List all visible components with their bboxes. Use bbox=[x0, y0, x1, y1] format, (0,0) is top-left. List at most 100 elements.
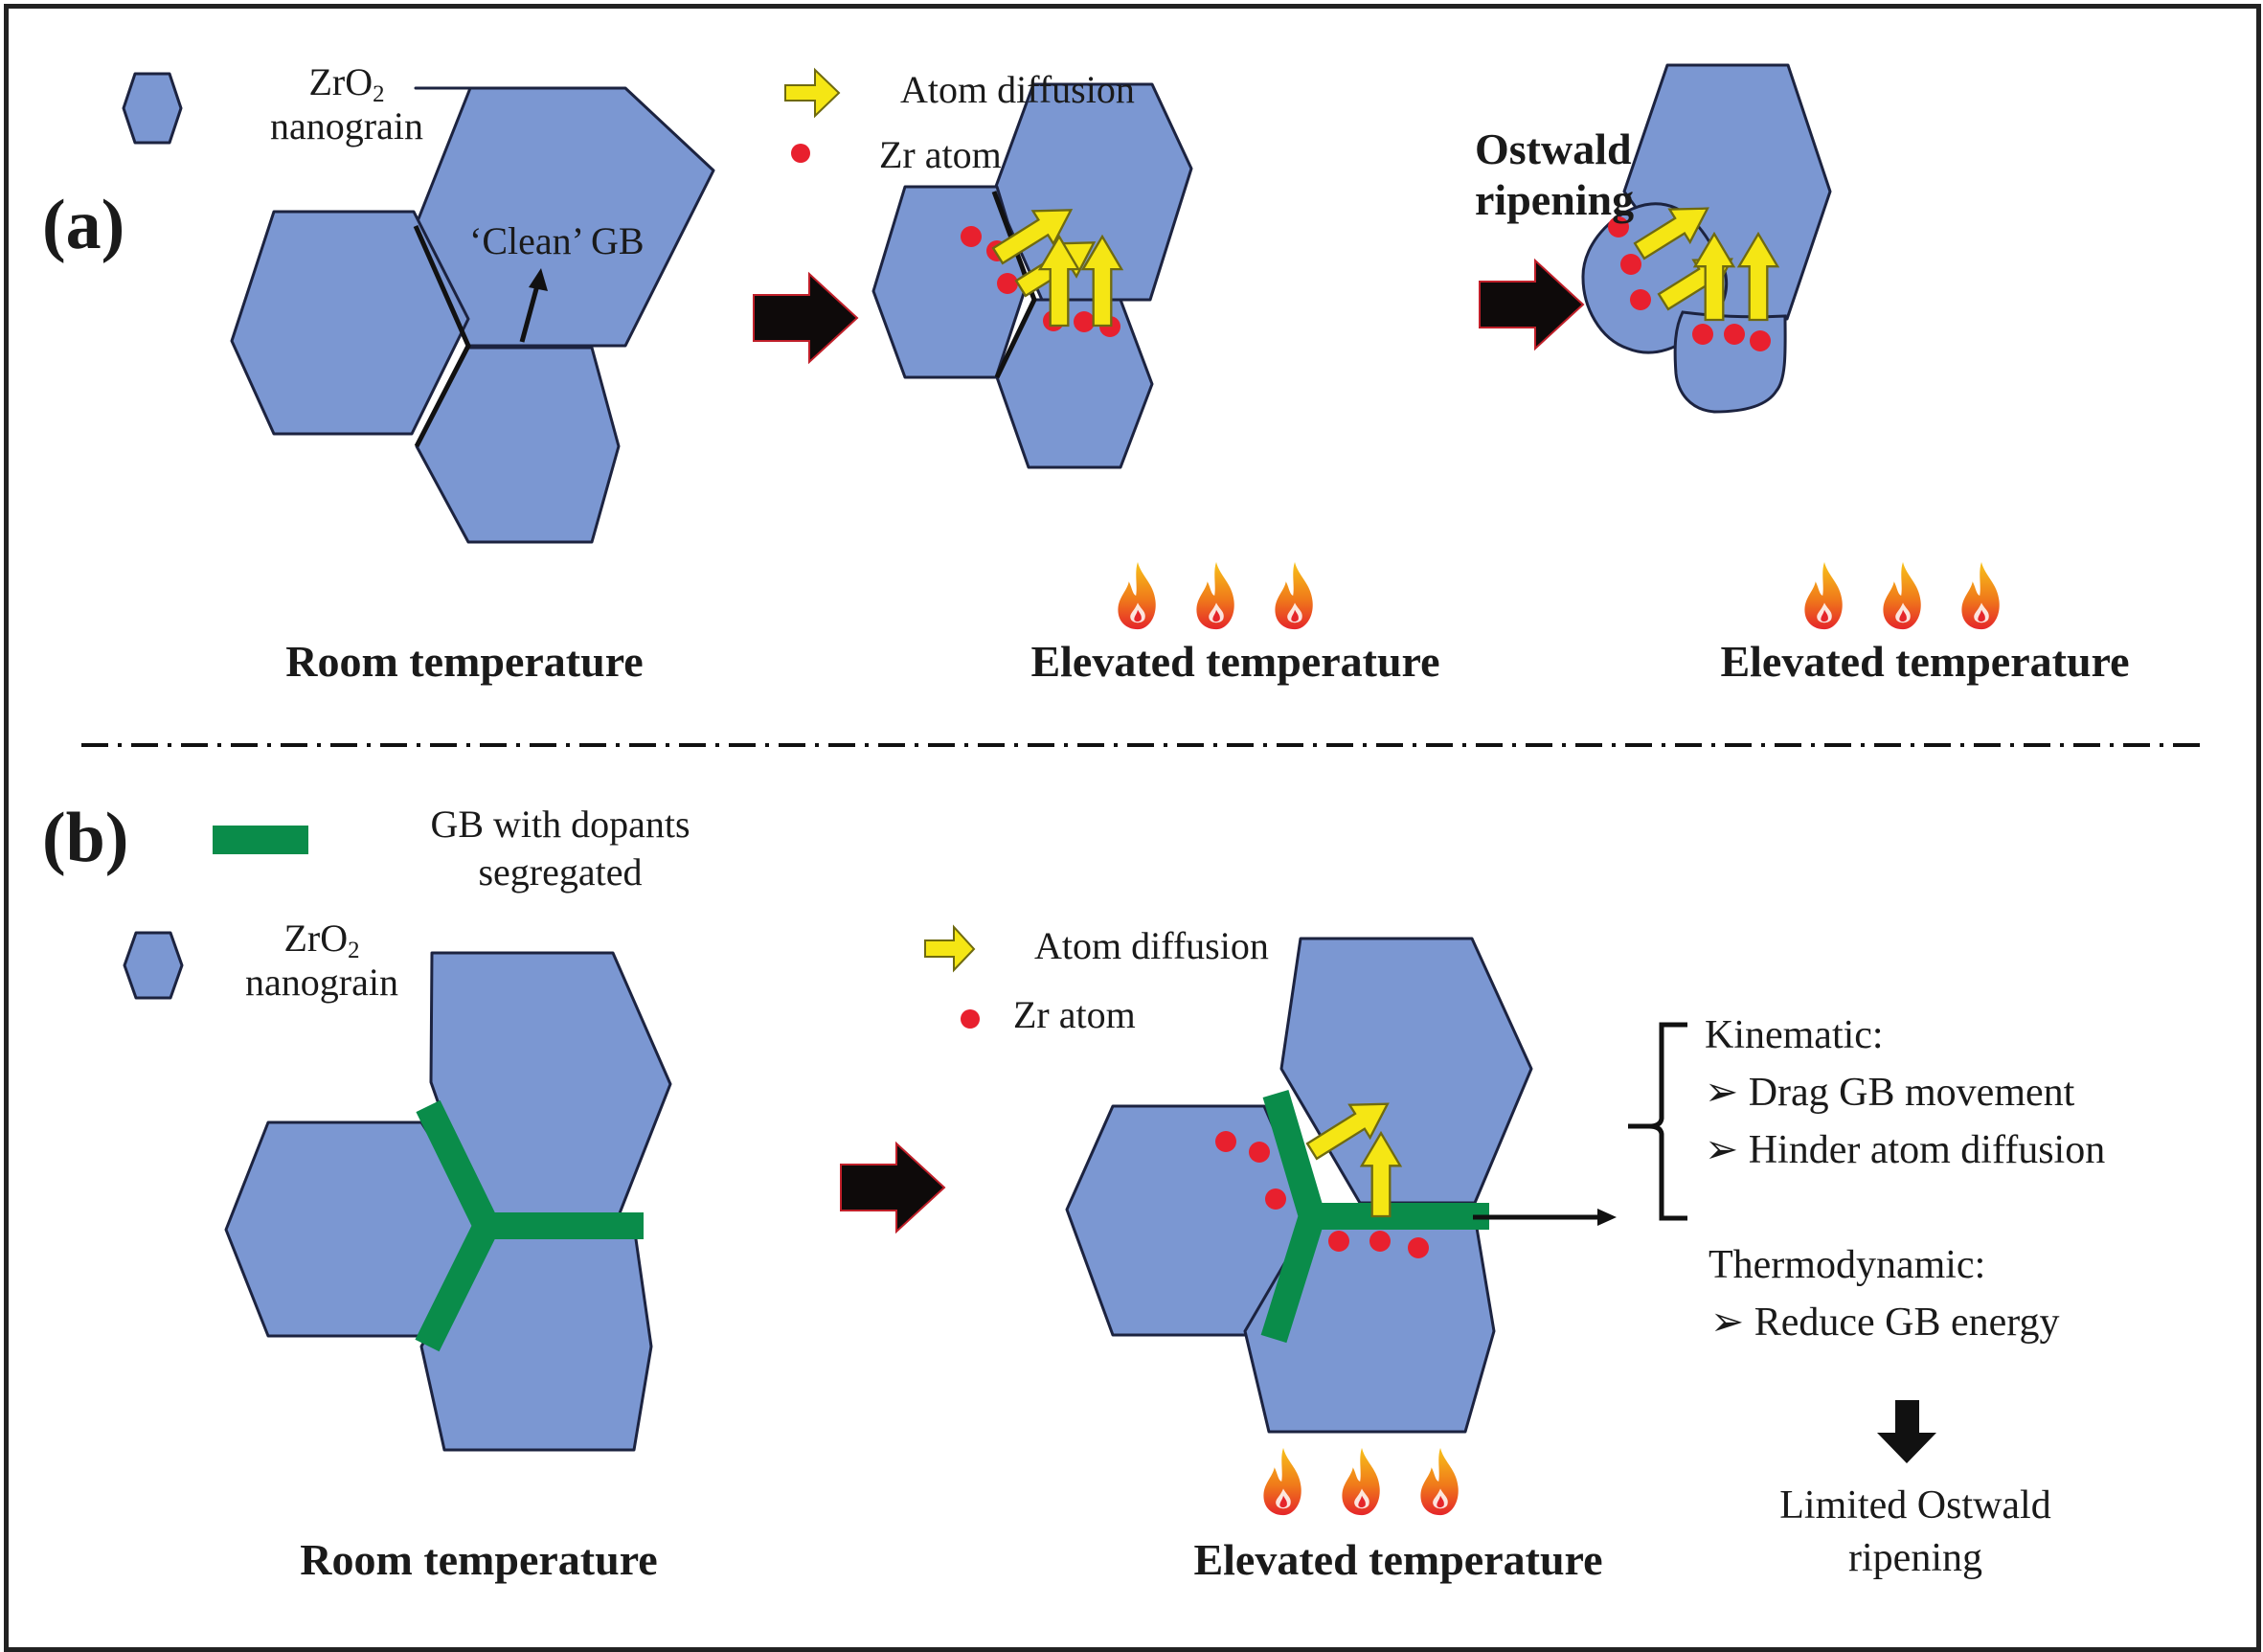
zr-atom-icon bbox=[1692, 324, 1713, 345]
kinematic-item: ➢ Drag GB movement bbox=[1705, 1073, 2074, 1113]
flame-icon bbox=[1961, 561, 2000, 630]
caption-a-elevated-temperature-2: Elevated temperature bbox=[1720, 637, 2130, 686]
flame-icon bbox=[1804, 561, 1843, 630]
kinematic-heading: Kinematic: bbox=[1705, 1013, 1884, 1057]
grain bbox=[230, 210, 470, 436]
grains-after-ripening-a bbox=[1581, 63, 1832, 414]
down-arrow-icon bbox=[1877, 1400, 1936, 1463]
grains-elevated-temperature-a bbox=[871, 82, 1193, 469]
diffusion-arrow-icon bbox=[1692, 231, 1736, 322]
heat-icons-a2 bbox=[1804, 561, 2000, 630]
flame-icon bbox=[1196, 561, 1234, 630]
zr-atom-icon bbox=[961, 1009, 980, 1029]
grains-room-temperature-a bbox=[230, 86, 715, 544]
ostwald-line1: Ostwald bbox=[1475, 124, 1632, 173]
legend-nanograin-hexagon bbox=[123, 931, 184, 1000]
nanograin-text: nanograin bbox=[270, 103, 423, 147]
process-arrow-icon bbox=[840, 1141, 946, 1234]
zr-atom-icon bbox=[1724, 324, 1745, 345]
legend-atom-label-a: Zr atom bbox=[879, 133, 1002, 176]
legend-nanograin-label-a: ZrO2 nanograin bbox=[270, 63, 423, 146]
zr-atom-icon bbox=[1328, 1231, 1349, 1252]
grain bbox=[1279, 937, 1533, 1205]
result-label: Limited Ostwald ripening bbox=[1705, 1480, 2126, 1584]
legend-b-2 bbox=[924, 924, 980, 1029]
zr-atom-icon bbox=[1215, 1131, 1236, 1152]
diffusion-arrow-icon bbox=[991, 209, 1074, 265]
brace-icon bbox=[1628, 1022, 1687, 1221]
kinematic-item-text: Drag GB movement bbox=[1748, 1071, 2075, 1115]
thermodynamic-heading: Thermodynamic: bbox=[1709, 1243, 1986, 1287]
grain bbox=[415, 346, 621, 544]
zr-atom-icon bbox=[1608, 216, 1629, 238]
heat-icons-b bbox=[1263, 1447, 1459, 1516]
diffusion-arrow-icon bbox=[1736, 231, 1780, 322]
thermodynamic-item: ➢ Reduce GB energy bbox=[1710, 1302, 2060, 1343]
zr-atom-icon bbox=[1630, 289, 1651, 310]
caption-b-room-temperature: Room temperature bbox=[300, 1535, 658, 1584]
zr-atom-icon bbox=[997, 273, 1018, 294]
diffusion-arrow-icon bbox=[1633, 207, 1709, 260]
legend-diffusion-arrow-icon bbox=[924, 924, 976, 973]
bullet-arrow-icon: ➢ bbox=[1705, 1128, 1739, 1172]
caption-a-room-temperature: Room temperature bbox=[285, 637, 644, 686]
legend-dopant-gb-label: GB with dopants segregated bbox=[378, 801, 742, 896]
bullet-arrow-icon: ➢ bbox=[1705, 1071, 1739, 1115]
zr-atom-icon bbox=[1074, 311, 1095, 332]
result-line1: Limited Ostwald bbox=[1779, 1483, 2051, 1528]
zr-atom-icon bbox=[1620, 254, 1641, 275]
process-arrow-icon bbox=[1479, 258, 1585, 351]
diffusion-arrow-icon bbox=[1359, 1130, 1403, 1218]
zr-atom-icon bbox=[1265, 1188, 1286, 1210]
panel-a-label: (a) bbox=[42, 186, 125, 264]
legend-atom-label-b: Zr atom bbox=[1013, 993, 1136, 1036]
dopant-gb-line1: GB with dopants bbox=[430, 803, 690, 846]
caption-a-elevated-temperature-1: Elevated temperature bbox=[1030, 637, 1440, 686]
diffusion-arrow-icon bbox=[1080, 234, 1124, 328]
heat-icons-a1 bbox=[1118, 561, 1313, 630]
zr-atom-icon bbox=[1750, 330, 1771, 351]
flame-icon bbox=[1275, 561, 1313, 630]
process-arrow-a2 bbox=[1479, 258, 1585, 351]
bullet-arrow-icon: ➢ bbox=[1710, 1301, 1745, 1345]
flame-icon bbox=[1118, 561, 1156, 630]
nanograin-text: nanograin bbox=[245, 960, 398, 1004]
zr-atom-icon bbox=[1249, 1142, 1270, 1163]
clean-gb-label: ‘Clean’ GB bbox=[469, 219, 645, 262]
panel-b-label: (b) bbox=[42, 799, 129, 877]
dopant-gb-line2: segregated bbox=[478, 850, 643, 894]
formula-subscript: 2 bbox=[373, 80, 385, 107]
zr-atom-icon bbox=[961, 226, 982, 247]
zr-atom-icon bbox=[1369, 1231, 1391, 1252]
process-arrow-b bbox=[840, 1141, 946, 1234]
legend-diffusion-arrow-icon bbox=[784, 67, 841, 119]
grains-elevated-temperature-b bbox=[1065, 937, 1617, 1434]
legend-nanograin-hexagon bbox=[122, 72, 183, 145]
ostwald-ripening-label: Ostwald ripening bbox=[1475, 124, 1634, 226]
process-arrow-icon bbox=[753, 271, 859, 365]
clean-grain-boundary bbox=[413, 224, 471, 448]
thermodynamic-item-text: Reduce GB energy bbox=[1754, 1301, 2060, 1345]
legend-dopant-gb-swatch bbox=[213, 826, 308, 854]
grain bbox=[414, 86, 715, 348]
legend-nanograin-label-b: ZrO2 nanograin bbox=[245, 919, 398, 1002]
grains-room-temperature-b bbox=[224, 951, 672, 1452]
clean-gb-pointer-line bbox=[519, 284, 540, 343]
diffusion-arrow-icon bbox=[1037, 234, 1081, 328]
formula-main: ZrO bbox=[308, 60, 373, 103]
kinematic-item: ➢ Hinder atom diffusion bbox=[1705, 1130, 2105, 1170]
ostwald-line2: ripening bbox=[1475, 174, 1635, 224]
clean-gb-pointer-head bbox=[529, 268, 548, 291]
legend-diffusion-label-a: Atom diffusion bbox=[900, 68, 1135, 111]
pointer-arrow-head-icon bbox=[1597, 1209, 1617, 1226]
zr-atom-icon bbox=[791, 144, 810, 163]
figure-frame bbox=[4, 4, 2261, 1652]
kinematic-item-text: Hinder atom diffusion bbox=[1748, 1128, 2106, 1172]
flame-icon bbox=[1883, 561, 1921, 630]
legend-a bbox=[784, 67, 841, 163]
zr-atom-icon bbox=[1408, 1237, 1429, 1258]
legend-diffusion-label-b: Atom diffusion bbox=[1034, 924, 1269, 967]
diffusion-arrow-icon bbox=[1305, 1102, 1390, 1161]
result-line2: ripening bbox=[1848, 1535, 1982, 1580]
